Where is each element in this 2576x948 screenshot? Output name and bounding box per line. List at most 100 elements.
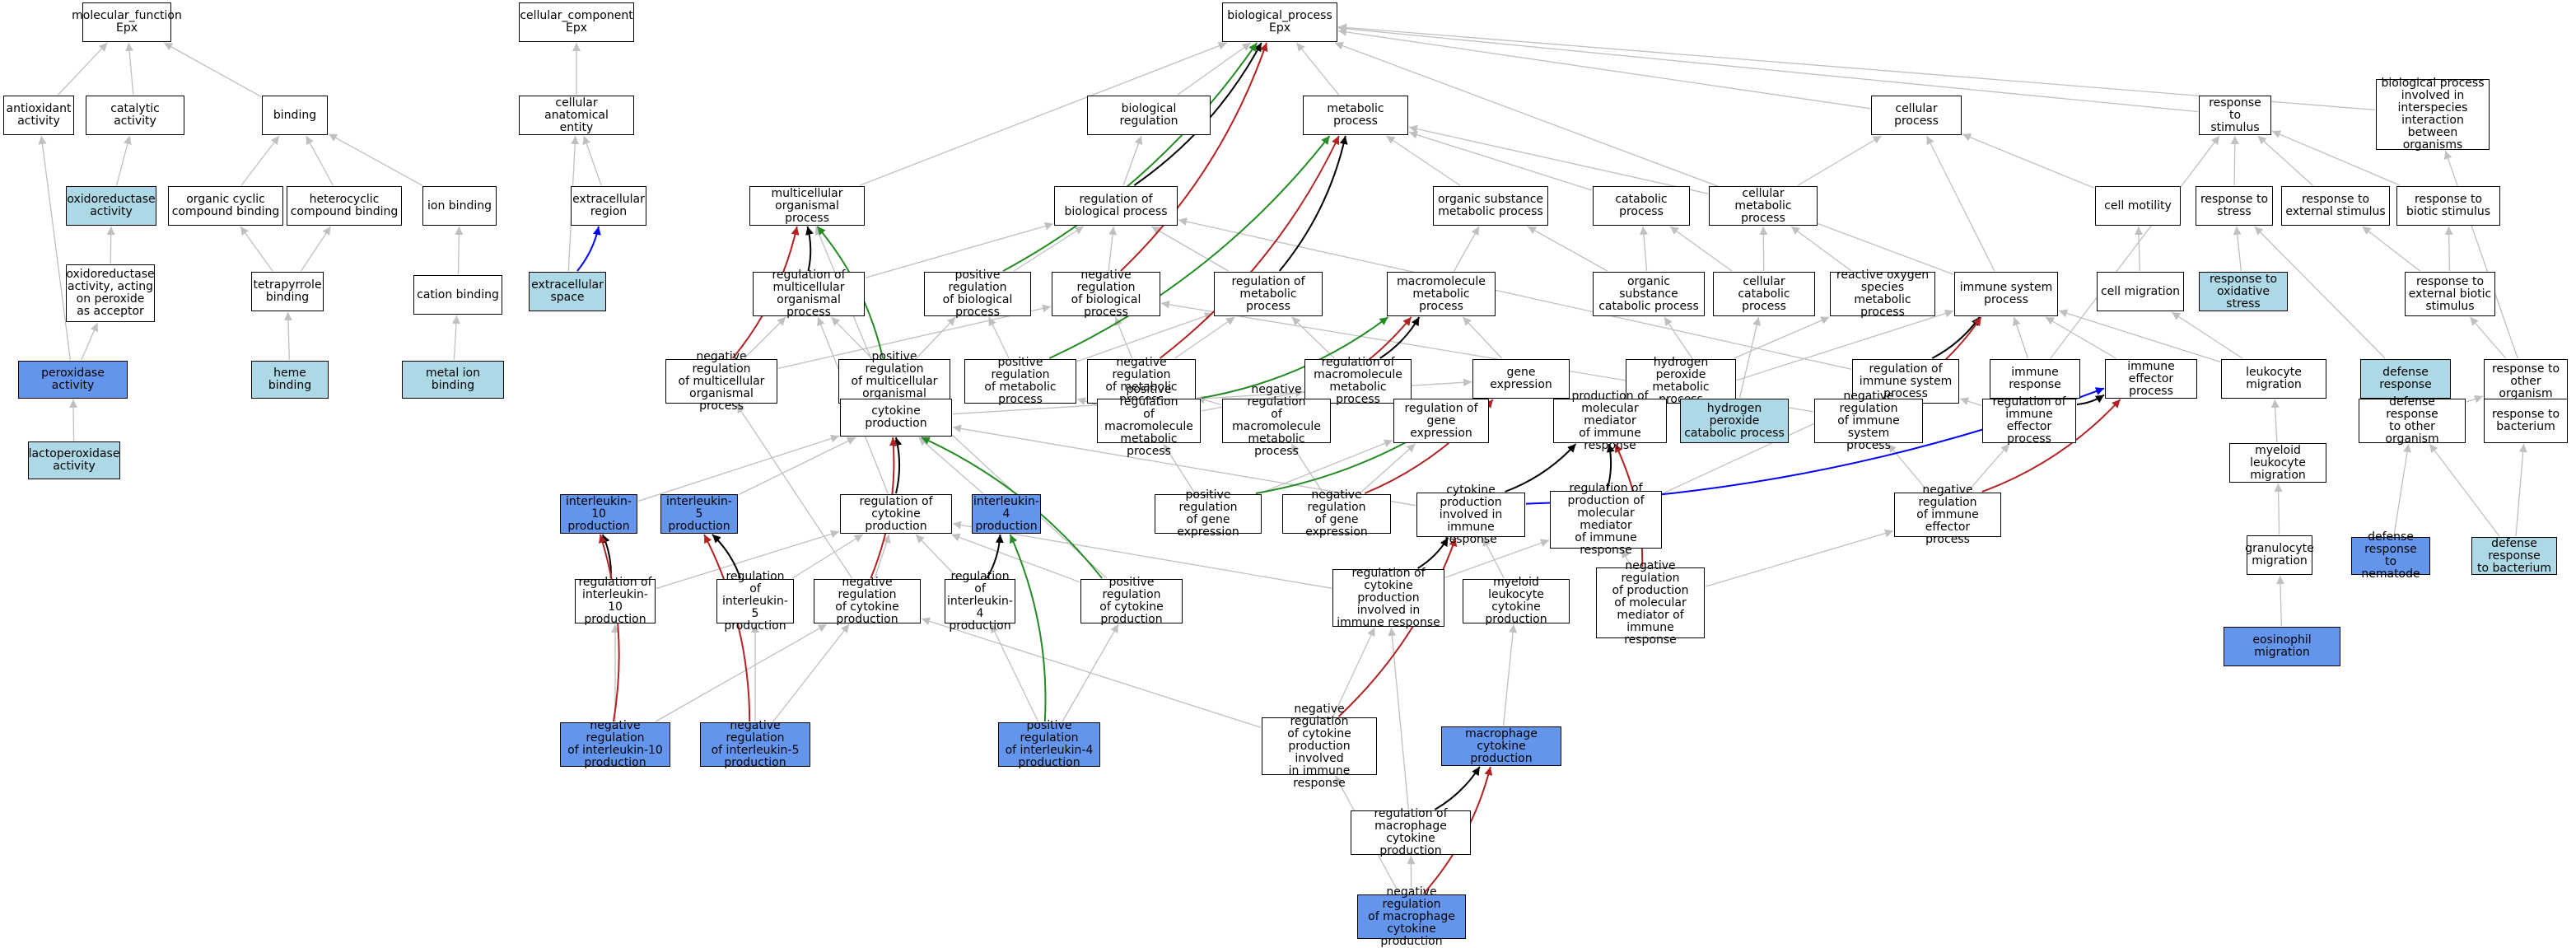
go-term-posregmacro[interactable]: positive regulation of macromolecule met… [1097,399,1201,443]
go-term-posregcyt[interactable]: positive regulation of cytokine producti… [1080,579,1183,623]
edge-defbact-to-respbact [2516,444,2524,536]
go-term-metproc[interactable]: metabolic process [1303,96,1408,135]
go-term-respstress[interactable]: response to stress [2196,186,2273,226]
go-term-regmacrocyt[interactable]: regulation of macrophage cytokine produc… [1351,810,1471,855]
go-term-il4prod[interactable]: interleukin-4 production [972,494,1041,534]
go-term-ros[interactable]: reactive oxygen species metabolic proces… [1830,272,1935,316]
go-term-regil5[interactable]: regulation of interleukin-5 production [716,579,794,623]
go-term-cationbind[interactable]: cation binding [413,275,502,315]
go-term-extreg[interactable]: extracellular region [571,186,646,226]
go-term-metalion[interactable]: metal ion binding [402,361,504,399]
go-term-geneexp[interactable]: gene expression [1472,359,1570,399]
go-term-cellproc[interactable]: cellular process [1871,96,1962,135]
go-term-catalytic[interactable]: catalytic activity [86,96,184,135]
go-term-catproc[interactable]: catabolic process [1593,186,1690,226]
go-term-defnem[interactable]: defense response to nematode [2351,537,2430,575]
go-term-macrocyt[interactable]: macrophage cytokine production [1441,726,1561,766]
go-term-cellmet[interactable]: cellular metabolic process [1709,186,1818,226]
go-term-negregmulti[interactable]: negative regulation of multicellular org… [665,359,777,404]
go-term-resporg[interactable]: response to other organism [2484,359,2568,404]
go-term-regcyt[interactable]: regulation of cytokine production [840,494,952,534]
go-term-negregmacrocyt[interactable]: negative regulation of macrophage cytoki… [1357,894,1466,939]
go-term-negregil5[interactable]: negative regulation of interleukin-5 pro… [700,722,810,767]
go-term-respextbiotic[interactable]: response to external biotic stimulus [2405,272,2495,316]
go-term-il10prod[interactable]: interleukin-10 production [560,494,637,534]
go-term-h2o2cat[interactable]: hydrogen peroxide catabolic process [1680,399,1789,443]
go-term-regil10[interactable]: regulation of interleukin-10 production [575,579,656,623]
go-term-negregimm[interactable]: negative regulation of immune system pro… [1814,399,1923,443]
go-term-immresp[interactable]: immune response [1990,359,2080,399]
go-term-regmet[interactable]: regulation of metabolic process [1214,272,1323,316]
go-term-orgsubcat[interactable]: organic substance catabolic process [1593,272,1705,316]
go-term-immeff[interactable]: immune effector process [2105,359,2197,399]
go-term-regil4[interactable]: regulation of interleukin-4 production [945,579,1015,623]
go-term-regimmeff[interactable]: regulation of immune effector process [1982,399,2076,443]
go-term-negregimmeff[interactable]: negative regulation of immune effector p… [1894,493,2001,537]
go-term-regcytimm[interactable]: regulation of cytokine production involv… [1332,569,1444,627]
go-term-bp[interactable]: biological_process Epx [1222,2,1337,42]
go-term-lactoperox[interactable]: lactoperoxidase activity [28,441,120,479]
go-term-respstim[interactable]: response to stimulus [2199,96,2271,135]
go-term-posregbp[interactable]: positive regulation of biological proces… [924,272,1031,316]
go-term-defresp[interactable]: defense response [2360,359,2451,399]
go-term-cc[interactable]: cellular_component Epx [519,2,634,42]
go-term-immsys[interactable]: immune system process [1954,272,2058,316]
go-term-regbp[interactable]: regulation of biological process [1054,186,1178,226]
go-term-cytimm[interactable]: cytokine production involved in immune r… [1416,493,1525,537]
go-term-antiox[interactable]: antioxidant activity [3,96,74,135]
go-term-binding[interactable]: binding [262,96,328,135]
go-term-hetcyclic[interactable]: heterocyclic compound binding [287,186,402,226]
go-term-oxidored-acting[interactable]: oxidoreductase activity, acting on perox… [66,264,155,322]
go-term-il5prod[interactable]: interleukin-5 production [660,494,738,534]
go-term-regmulti[interactable]: regulation of multicellular organismal p… [753,272,865,316]
go-term-respbact[interactable]: response to bacterium [2484,399,2568,443]
go-term-negregprodmed[interactable]: negative regulation of production of mol… [1596,567,1705,638]
go-term-negregil10[interactable]: negative regulation of interleukin-10 pr… [560,722,670,767]
go-term-orgsubmet[interactable]: organic substance metabolic process [1433,186,1548,226]
go-term-cae[interactable]: cellular anatomical entity [519,96,634,135]
go-term-bpinter[interactable]: biological process involved in interspec… [2376,79,2490,150]
go-term-posreggeneexp[interactable]: positive regulation of gene expression [1155,494,1262,534]
go-term-tetrapyrrole[interactable]: tetrapyrrole binding [251,272,324,311]
go-term-cytprod[interactable]: cytokine production [840,399,952,437]
go-term-multiorg[interactable]: multicellular organismal process [749,186,865,226]
go-term-reggeneexp[interactable]: regulation of gene expression [1393,399,1489,443]
edge-immresp-to-immsys [2014,317,2028,358]
go-term-prodmed[interactable]: production of molecular mediator of immu… [1553,399,1667,443]
go-term-extspace[interactable]: extracellular space [529,272,606,311]
go-term-ionbind[interactable]: ion binding [422,186,497,226]
go-term-negregmacro[interactable]: negative regulation of macromolecule met… [1222,399,1331,443]
go-term-posregmet[interactable]: positive regulation of metabolic process [964,359,1076,404]
go-term-respox[interactable]: response to oxidative stress [2199,272,2288,311]
go-term-posregmulti[interactable]: positive regulation of multicellular org… [838,359,950,404]
go-term-leukmig[interactable]: leukocyte migration [2221,359,2326,399]
go-term-oxidored[interactable]: oxidoreductase activity [66,186,156,226]
go-term-myeloidcyt[interactable]: myeloid leukocyte cytokine production [1463,579,1570,623]
go-term-defbact[interactable]: defense response to bacterium [2471,537,2557,575]
go-term-granmig[interactable]: granulocyte migration [2247,535,2312,575]
go-term-eosmig[interactable]: eosinophil migration [2224,627,2340,666]
go-term-macromet[interactable]: macromolecule metabolic process [1387,272,1496,316]
go-term-posregil4[interactable]: positive regulation of interleukin-4 pro… [998,722,1100,767]
go-term-peroxidase[interactable]: peroxidase activity [18,361,128,399]
go-term-bioreg[interactable]: biological regulation [1087,96,1211,135]
edge-negregcyt-to-regcyt [875,535,889,578]
go-term-respbiotic[interactable]: response to biotic stimulus [2396,186,2500,226]
go-term-regprodmed[interactable]: regulation of production of molecular me… [1550,491,1662,549]
go-term-mf[interactable]: molecular_function Epx [82,2,171,42]
go-term-hemebind[interactable]: heme binding [251,361,329,399]
go-term-negregcyt[interactable]: negative regulation of cytokine producti… [814,579,921,623]
go-term-negregcytimm[interactable]: negative regulation of cytokine producti… [1262,717,1377,775]
go-term-respext[interactable]: response to external stimulus [2281,186,2390,226]
edge-regbp-to-bioreg [1123,136,1141,185]
go-term-myeloidmig[interactable]: myeloid leukocyte migration [2229,443,2326,483]
go-term-cellmot[interactable]: cell motility [2095,186,2181,226]
go-term-cellcat[interactable]: cellular catabolic process [1713,272,1815,316]
go-term-defother[interactable]: defense response to other organism [2359,399,2466,443]
go-term-negreggeneexp[interactable]: negative regulation of gene expression [1282,494,1391,534]
edge-defother-to-resporg [2466,396,2483,402]
go-term-cellmig[interactable]: cell migration [2097,272,2184,311]
go-term-orgcyclic[interactable]: organic cyclic compound binding [168,186,283,226]
edge-orgsubcat-to-catproc [1643,226,1647,271]
go-term-negregbp[interactable]: negative regulation of biological proces… [1052,272,1160,316]
